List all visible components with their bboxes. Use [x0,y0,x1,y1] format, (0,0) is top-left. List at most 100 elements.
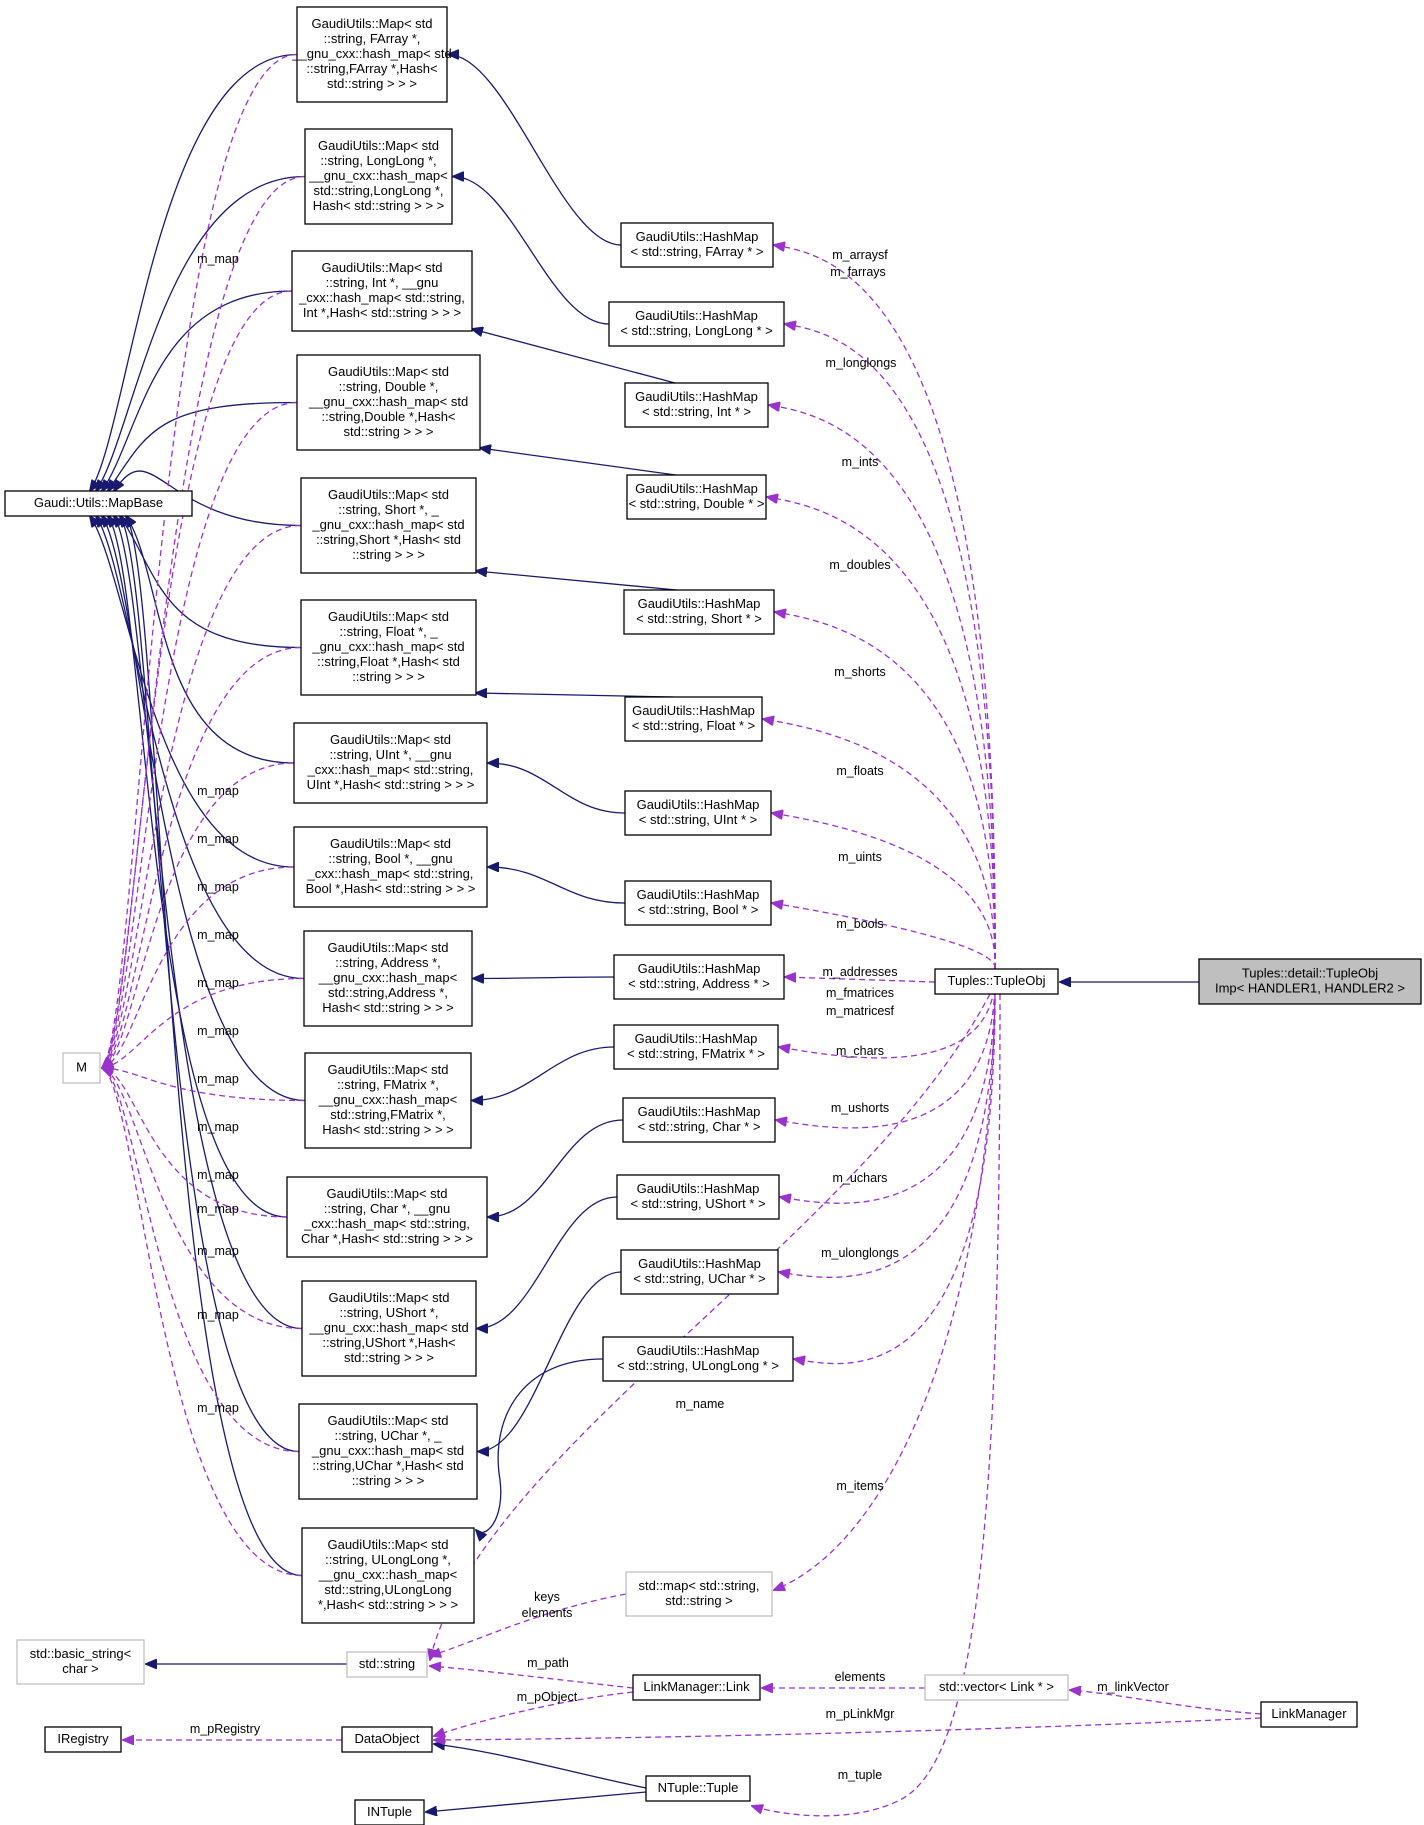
usage-edge [785,324,996,970]
node-map-double[interactable]: GaudiUtils::Map< std::string, Double *,_… [296,354,481,451]
inheritance-edge [108,516,288,1218]
inheritance-edge [478,1271,622,1452]
node-label-line: LinkManager [1271,1706,1347,1721]
node-label-line: GaudiUtils::Map< std [330,732,451,747]
node-map-uchar[interactable]: GaudiUtils::Map< std::string, UChar *, _… [298,1403,478,1500]
node-map-char[interactable]: GaudiUtils::Map< std::string, Char *, __… [286,1176,488,1258]
node-hm-short[interactable]: GaudiUtils::HashMap< std::string, Short … [623,589,775,635]
node-hm-farray[interactable]: GaudiUtils::HashMap< std::string, FArray… [620,222,774,268]
edge-label-m-map: m_map [197,1168,239,1182]
node-iregistry[interactable]: IRegistry [44,1726,122,1753]
node-hm-longlong[interactable]: GaudiUtils::HashMap< std::string, LongLo… [608,301,785,347]
node-hm-int[interactable]: GaudiUtils::HashMap< std::string, Int * … [624,382,769,428]
node-map-farray[interactable]: GaudiUtils::Map< std::string, FArray *,_… [291,6,452,103]
node-map-uint[interactable]: GaudiUtils::Map< std::string, UInt *, __… [293,722,488,804]
node-link-manager[interactable]: LinkManager [1260,1701,1358,1728]
usage-edge [102,1068,306,1102]
node-map-int[interactable]: GaudiUtils::Map< std::string, Int *, __g… [291,250,473,332]
node-label-line: < std::string, ULongLong * > [617,1358,779,1373]
node-box [626,474,767,520]
node-data-object[interactable]: DataObject [341,1726,433,1753]
node-label-line: GaudiUtils::Map< std [328,609,449,624]
node-box [16,1639,145,1685]
node-box [622,1097,776,1143]
node-box [4,490,193,517]
node-std-map[interactable]: std::map< std::string,std::string > [625,1571,773,1617]
edge-label-m-map: m_map [197,1072,239,1086]
node-hm-bool[interactable]: GaudiUtils::HashMap< std::string, Bool *… [624,880,772,926]
node-hm-ulonglong[interactable]: GaudiUtils::HashMap< std::string, ULongL… [602,1336,794,1382]
node-label-line: ::string > > > [352,1473,425,1488]
edge-label-elements: elements [522,1606,573,1620]
node-label-line: ::string,Float *,Hash< std [317,654,460,669]
node-hm-fmatrix[interactable]: GaudiUtils::HashMap< std::string, FMatri… [613,1024,779,1070]
inheritance-edge [90,53,298,492]
node-label-line: ::string > > > [352,669,425,684]
node-hm-uint[interactable]: GaudiUtils::HashMap< std::string, UInt *… [624,790,772,836]
node-label-line: Hash< std::string > > > [313,198,445,213]
node-map-fmatrix[interactable]: GaudiUtils::Map< std::string, FMatrix *,… [304,1052,472,1149]
node-mapbase[interactable]: Gaudi::Utils::MapBase [4,490,193,517]
usage-edge [785,977,936,983]
node-label-line: __gnu_cxx::hash_map< std [308,1320,468,1335]
node-label-line: std::string > > > [344,1350,434,1365]
node-label-line: ::string, Double *, [339,379,439,394]
node-label-line: __gnu_cxx::hash_map< [318,1092,457,1107]
node-label-line: __gnu_cxx::hash_map< std [291,46,451,61]
node-hm-char[interactable]: GaudiUtils::HashMap< std::string, Char *… [622,1097,776,1143]
node-map-bool[interactable]: GaudiUtils::Map< std::string, Bool *, __… [293,826,488,908]
edge-label-m-map: m_map [197,1244,239,1258]
node-hm-uchar[interactable]: GaudiUtils::HashMap< std::string, UChar … [620,1249,779,1295]
node-label-line: < std::string, Float * > [632,718,756,733]
node-label-line: __gnu_cxx::hash_map< [318,1567,457,1582]
node-map-short[interactable]: GaudiUtils::Map< std::string, Short *, _… [300,477,477,574]
usage-edge [794,968,996,1364]
node-map-float[interactable]: GaudiUtils::Map< std::string, Float *, _… [300,599,477,696]
node-basic-string[interactable]: std::basic_string<char > [16,1639,145,1685]
node-label-line: GaudiUtils::Map< std [326,1186,447,1201]
node-map-ulonglong[interactable]: GaudiUtils::Map< std::string, ULongLong … [301,1527,475,1624]
node-box [300,599,477,696]
node-label-line: < std::string, LongLong * > [620,323,773,338]
node-label-line: GaudiUtils::Map< std [327,1413,448,1428]
node-label-line: ::string, UInt *, __gnu [329,747,451,762]
usage-edge [102,977,305,1069]
inheritance-edge [126,516,303,1577]
node-label-line: LinkManager::Link [643,1679,750,1694]
node-hm-ushort[interactable]: GaudiUtils::HashMap< std::string, UShort… [616,1174,780,1220]
node-label-line: std::vector< Link * > [939,1679,1054,1694]
node-map-longlong[interactable]: GaudiUtils::Map< std::string, LongLong *… [304,128,453,225]
node-vector-link[interactable]: std::vector< Link * > [924,1674,1069,1701]
node-label-line: std::string,LongLong *, [313,183,443,198]
edge-label-m-map: m_map [197,1401,239,1415]
node-label-line: < std::string, FMatrix * > [627,1046,765,1061]
node-label-line: GaudiUtils::HashMap [632,703,755,718]
node-box [296,6,448,103]
node-box [624,790,772,836]
node-tuple-obj[interactable]: Tuples::TupleObj [934,968,1059,995]
node-label-line: ::string, Bool *, __gnu [328,851,452,866]
node-label-line: IRegistry [57,1731,109,1746]
node-map-ushort[interactable]: GaudiUtils::Map< std::string, UShort *,_… [301,1280,477,1377]
node-ntuple-tuple[interactable]: NTuple::Tuple [645,1775,751,1802]
node-label-line: Char *,Hash< std::string > > > [301,1231,473,1246]
node-box [625,1571,773,1617]
node-hm-double[interactable]: GaudiUtils::HashMap< std::string, Double… [626,474,767,520]
node-label-line: < std::string, Double * > [629,496,765,511]
node-label-line: GaudiUtils::Map< std [328,1290,449,1305]
node-label-line: INTuple [367,1804,412,1819]
node-m-template[interactable]: M [62,1052,101,1084]
usage-edge [430,1666,634,1689]
inheritance-edge [114,470,302,527]
node-intuple[interactable]: INTuple [354,1799,425,1825]
node-map-address[interactable]: GaudiUtils::Map< std::string, Address *,… [303,930,473,1027]
node-box [301,1527,475,1624]
node-label-line: _gnu_cxx::hash_map< std [311,1443,464,1458]
node-hm-float[interactable]: GaudiUtils::HashMap< std::string, Float … [624,696,763,742]
node-label-line: _cxx::hash_map< std::string, [307,866,474,881]
node-std-string[interactable]: std::string [346,1651,428,1678]
inheritance-edge [477,1196,618,1329]
node-hm-address[interactable]: GaudiUtils::HashMap< std::string, Addres… [613,954,785,1000]
node-link[interactable]: LinkManager::Link [632,1674,761,1701]
